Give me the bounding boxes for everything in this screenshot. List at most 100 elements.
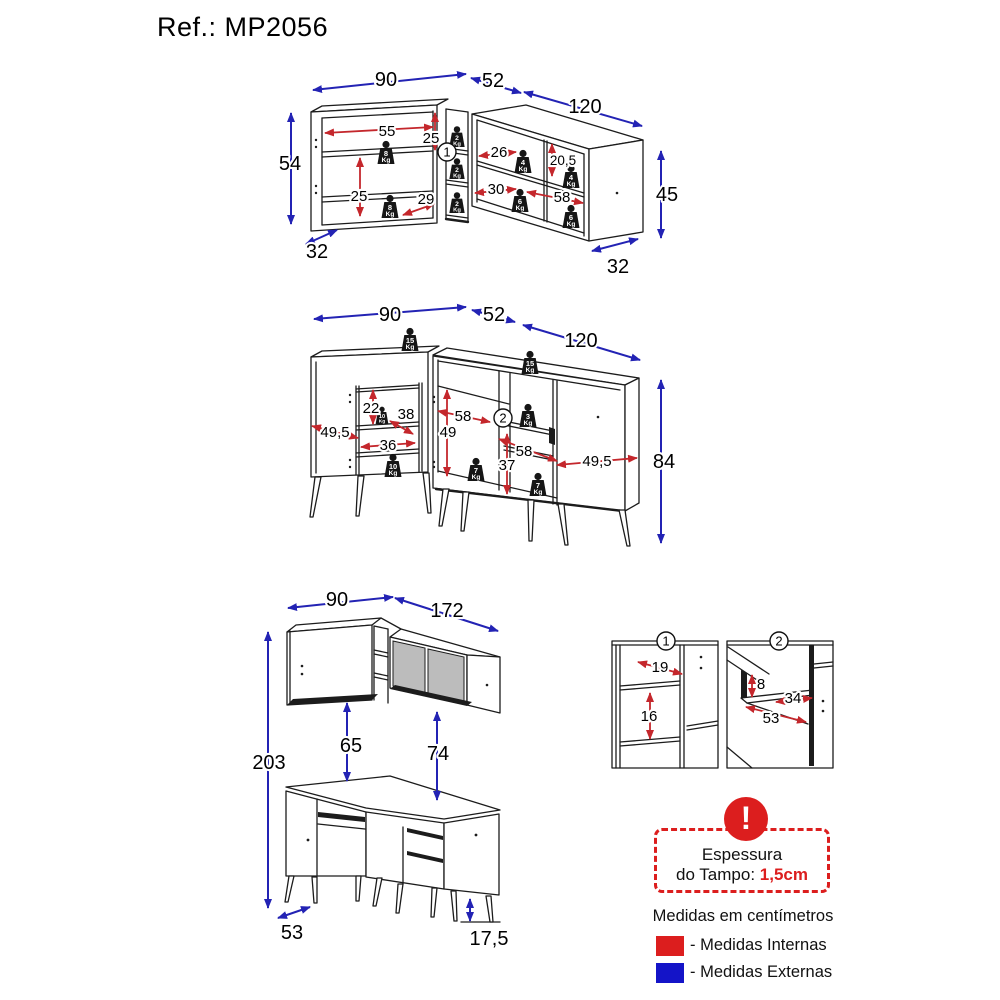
dim-wall-diagonal: 29 (402, 189, 436, 216)
dim-wall-right-top-height: 20,5 (548, 143, 578, 177)
svg-text:4: 4 (521, 158, 526, 167)
warning-icon: ! (724, 797, 768, 841)
svg-text:29: 29 (418, 191, 435, 208)
svg-text:84: 84 (653, 451, 675, 473)
detail-ref-1-badge: 1 (437, 142, 457, 162)
wall-left-cabinet-outline (310, 98, 449, 232)
svg-text:49,5: 49,5 (320, 424, 349, 441)
assembly-base-cabinets (285, 775, 501, 923)
base-cabinet-feet (309, 472, 631, 547)
thickness-value: 1,5cm (759, 865, 808, 884)
svg-text:172: 172 (430, 600, 463, 622)
detail-view-2: 8 34 53 2 (726, 631, 834, 769)
dim-wall-height-right: 45 (654, 150, 680, 239)
svg-text:8: 8 (388, 203, 392, 212)
svg-text:55: 55 (379, 123, 396, 140)
legend: ! Espessura do Tampo: 1,5cm Medidas em c… (648, 795, 848, 1000)
svg-text:Kg: Kg (453, 173, 461, 179)
svg-text:52: 52 (483, 304, 505, 326)
svg-text:32: 32 (306, 241, 328, 263)
svg-text:15: 15 (526, 359, 534, 368)
dim-wall-right-top-width: 26 (478, 142, 517, 163)
detail-view-1: 19 16 1 (611, 631, 719, 769)
units-note: Medidas em centímetros (652, 907, 834, 925)
svg-text:6: 6 (569, 213, 573, 222)
dim-base-width-corner: 52 (471, 302, 516, 328)
svg-text:8: 8 (384, 149, 388, 158)
svg-text:Kg: Kg (519, 166, 528, 173)
dim-detail1-shelf-depth: 19 (637, 657, 683, 678)
base-cabinets-diagram: 15 Kg 15 Kg 10 Kg 10 Kg 7 Kg 3 Kg (309, 302, 677, 547)
dim-base-mid-height: 49 (438, 389, 458, 477)
dim-base-left-top-height: 22 (361, 389, 381, 425)
svg-text:10: 10 (379, 414, 385, 420)
svg-text:19: 19 (652, 659, 669, 676)
assembly-wall-cabinets (286, 617, 501, 714)
wall-cabinets-diagram: 8 Kg 8 Kg 2 Kg 2 Kg 2 Kg 4 Kg (277, 67, 680, 280)
svg-text:Kg: Kg (534, 489, 543, 496)
top-thickness-note: Espessura do Tampo: 1,5cm (654, 828, 830, 893)
svg-text:2: 2 (775, 634, 782, 649)
svg-text:53: 53 (281, 922, 303, 944)
weight-icon: 7 Kg (529, 472, 547, 496)
legend-internal-row: - Medidas Internas (656, 935, 827, 956)
svg-text:1: 1 (662, 634, 669, 649)
svg-text:58: 58 (516, 443, 533, 460)
dim-base-right-height: 37 (497, 433, 517, 495)
weight-icon: 4 Kg (514, 149, 532, 173)
legend-external-row: - Medidas Externas (656, 962, 832, 983)
dim-assembly-total-height: 203 (250, 631, 288, 909)
weight-icon: 2 Kg (449, 192, 465, 213)
svg-text:Kg: Kg (524, 420, 533, 427)
dim-base-left-shelf-width: 36 (360, 435, 416, 456)
dim-assembly-gap-left: 65 (338, 702, 364, 782)
svg-text:90: 90 (379, 304, 401, 326)
dim-wall-shelf-width: 55 (324, 121, 434, 142)
svg-text:2: 2 (455, 167, 459, 174)
weight-icon: 10 Kg (384, 453, 402, 477)
svg-text:54: 54 (279, 153, 301, 175)
svg-text:3: 3 (526, 412, 530, 421)
dim-base-width-left: 90 (313, 302, 467, 328)
dim-assembly-gap-right: 74 (425, 711, 451, 801)
dim-assembly-feet-height: 17,5 (466, 898, 511, 952)
svg-text:65: 65 (340, 735, 362, 757)
dim-wall-width-right: 120 (523, 90, 643, 128)
svg-text:1: 1 (443, 145, 450, 160)
svg-text:20,5: 20,5 (550, 153, 576, 168)
dim-wall-depth-left: 32 (304, 229, 338, 265)
detail-ref-2-badge: 2 (493, 408, 513, 428)
svg-text:Kg: Kg (472, 474, 481, 481)
svg-text:2: 2 (499, 411, 506, 426)
detail-1-badge: 1 (656, 631, 676, 651)
svg-text:37: 37 (499, 457, 516, 474)
svg-text:52: 52 (482, 70, 504, 92)
dim-wall-width-left: 90 (312, 67, 467, 93)
svg-text:7: 7 (474, 466, 478, 475)
svg-text:30: 30 (488, 181, 505, 198)
svg-text:90: 90 (326, 589, 348, 611)
svg-text:Kg: Kg (386, 211, 395, 218)
svg-text:45: 45 (656, 184, 678, 206)
svg-text:2: 2 (455, 201, 459, 208)
svg-text:8: 8 (757, 676, 765, 693)
dim-detail1-shelf-gap: 16 (639, 692, 659, 740)
svg-text:38: 38 (398, 406, 415, 423)
wall-right-cabinet-outline (471, 104, 644, 242)
dim-wall-width-corner: 52 (470, 68, 522, 95)
thickness-line2: do Tampo: 1,5cm (675, 865, 808, 884)
dim-base-height-right: 84 (651, 379, 677, 544)
svg-text:Kg: Kg (567, 181, 576, 188)
dim-assembly-depth-left: 53 (277, 906, 311, 946)
svg-text:Kg: Kg (516, 205, 525, 212)
dim-detail2-rail-height: 8 (748, 674, 767, 698)
weight-icon: 4 Kg (562, 164, 580, 188)
svg-text:4: 4 (569, 173, 574, 182)
svg-text:17,5: 17,5 (470, 928, 509, 950)
dim-assembly-width-left: 90 (287, 587, 394, 613)
weight-icon: 15 Kg (401, 327, 419, 351)
weight-icon: 2 Kg (449, 158, 465, 179)
svg-text:7: 7 (536, 481, 540, 490)
dim-wall-right-depth: 58 (526, 187, 584, 208)
